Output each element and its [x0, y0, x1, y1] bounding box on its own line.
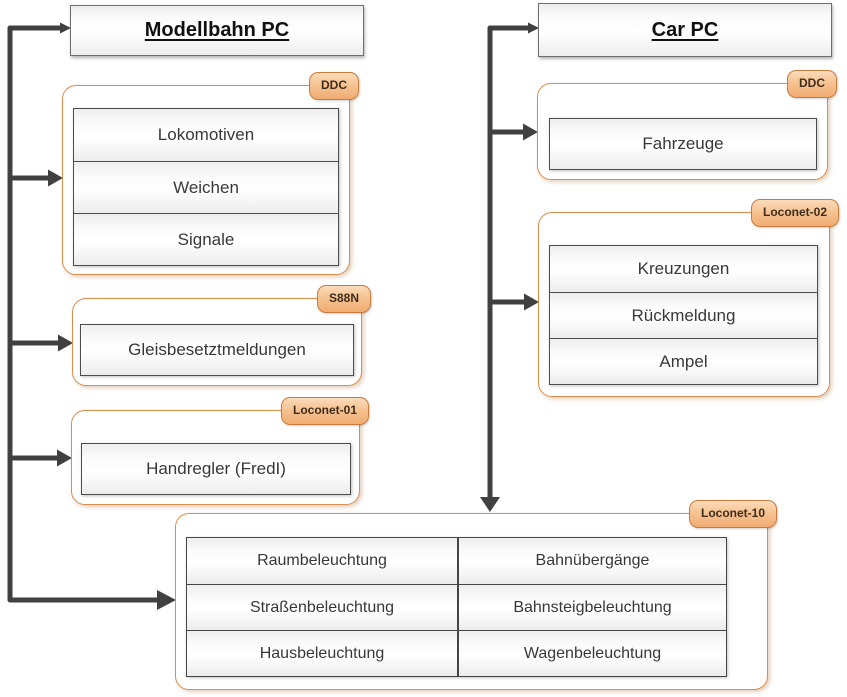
stack-ddc-left: Lokomotiven Weichen Signale	[73, 108, 339, 266]
tag-s88n: S88N	[316, 285, 371, 313]
group-s88n: S88N Gleisbesetztmeldungen	[72, 285, 371, 386]
item-ampel: Ampel	[550, 338, 817, 384]
group-loconet-01: Loconet-01 Handregler (FredI)	[71, 397, 369, 505]
tag-ddc-right: DDC	[787, 70, 837, 98]
arrowhead-left-ddc	[48, 169, 63, 187]
table-loconet-10: Raumbeleuchtung Bahnübergänge Straßenbel…	[186, 537, 727, 677]
item-handregler-fredi: Handregler (FredI)	[81, 443, 351, 495]
tag-loconet-02: Loconet-02	[750, 199, 839, 227]
group-ddc-right: DDC Fahrzeuge	[537, 70, 837, 180]
cell-strassenbeleuchtung: Straßenbeleuchtung	[187, 584, 457, 630]
group-loconet-10: Loconet-10 Raumbeleuchtung Bahnübergänge…	[175, 500, 777, 690]
arrowhead-s88n	[58, 334, 73, 352]
group-loconet-02: Loconet-02 Kreuzungen Rückmeldung Ampel	[538, 199, 839, 397]
arrowhead-loconet02	[524, 293, 539, 311]
cell-bahnuebergaenge: Bahnübergänge	[457, 538, 726, 584]
arrowhead-loconet01	[57, 449, 72, 467]
item-rueckmeldung: Rückmeldung	[550, 292, 817, 338]
header-car-pc-label: Car PC	[651, 18, 719, 41]
item-kreuzungen: Kreuzungen	[550, 246, 817, 292]
item-fahrzeuge: Fahrzeuge	[549, 118, 817, 170]
item-gleisbesetztmeldungen: Gleisbesetztmeldungen	[80, 324, 354, 376]
tag-loconet-01: Loconet-01	[280, 397, 369, 425]
group-ddc-left: DDC Lokomotiven Weichen Signale	[62, 72, 359, 275]
item-lokomotiven: Lokomotiven	[74, 109, 338, 161]
trunk-right	[487, 25, 531, 497]
header-car-pc: Car PC	[538, 3, 832, 57]
arrowhead-right-ddc	[523, 123, 538, 141]
tag-loconet-10: Loconet-10	[688, 500, 777, 528]
header-modellbahn-pc-label: Modellbahn PC	[144, 19, 290, 41]
header-modellbahn-pc: Modellbahn PC	[70, 5, 364, 56]
cell-bahnsteigbeleuchtung: Bahnsteigbeleuchtung	[457, 584, 726, 630]
item-weichen: Weichen	[74, 161, 338, 213]
stack-loconet-02: Kreuzungen Rückmeldung Ampel	[549, 245, 818, 385]
cell-hausbeleuchtung: Hausbeleuchtung	[187, 630, 457, 676]
item-signale: Signale	[74, 213, 338, 265]
tag-ddc-left: DDC	[309, 72, 359, 100]
arrowhead-loconet10-down	[480, 497, 500, 512]
cell-wagenbeleuchtung: Wagenbeleuchtung	[457, 630, 726, 676]
arrowhead-loconet10-left	[157, 590, 176, 610]
cell-raumbeleuchtung: Raumbeleuchtung	[187, 538, 457, 584]
